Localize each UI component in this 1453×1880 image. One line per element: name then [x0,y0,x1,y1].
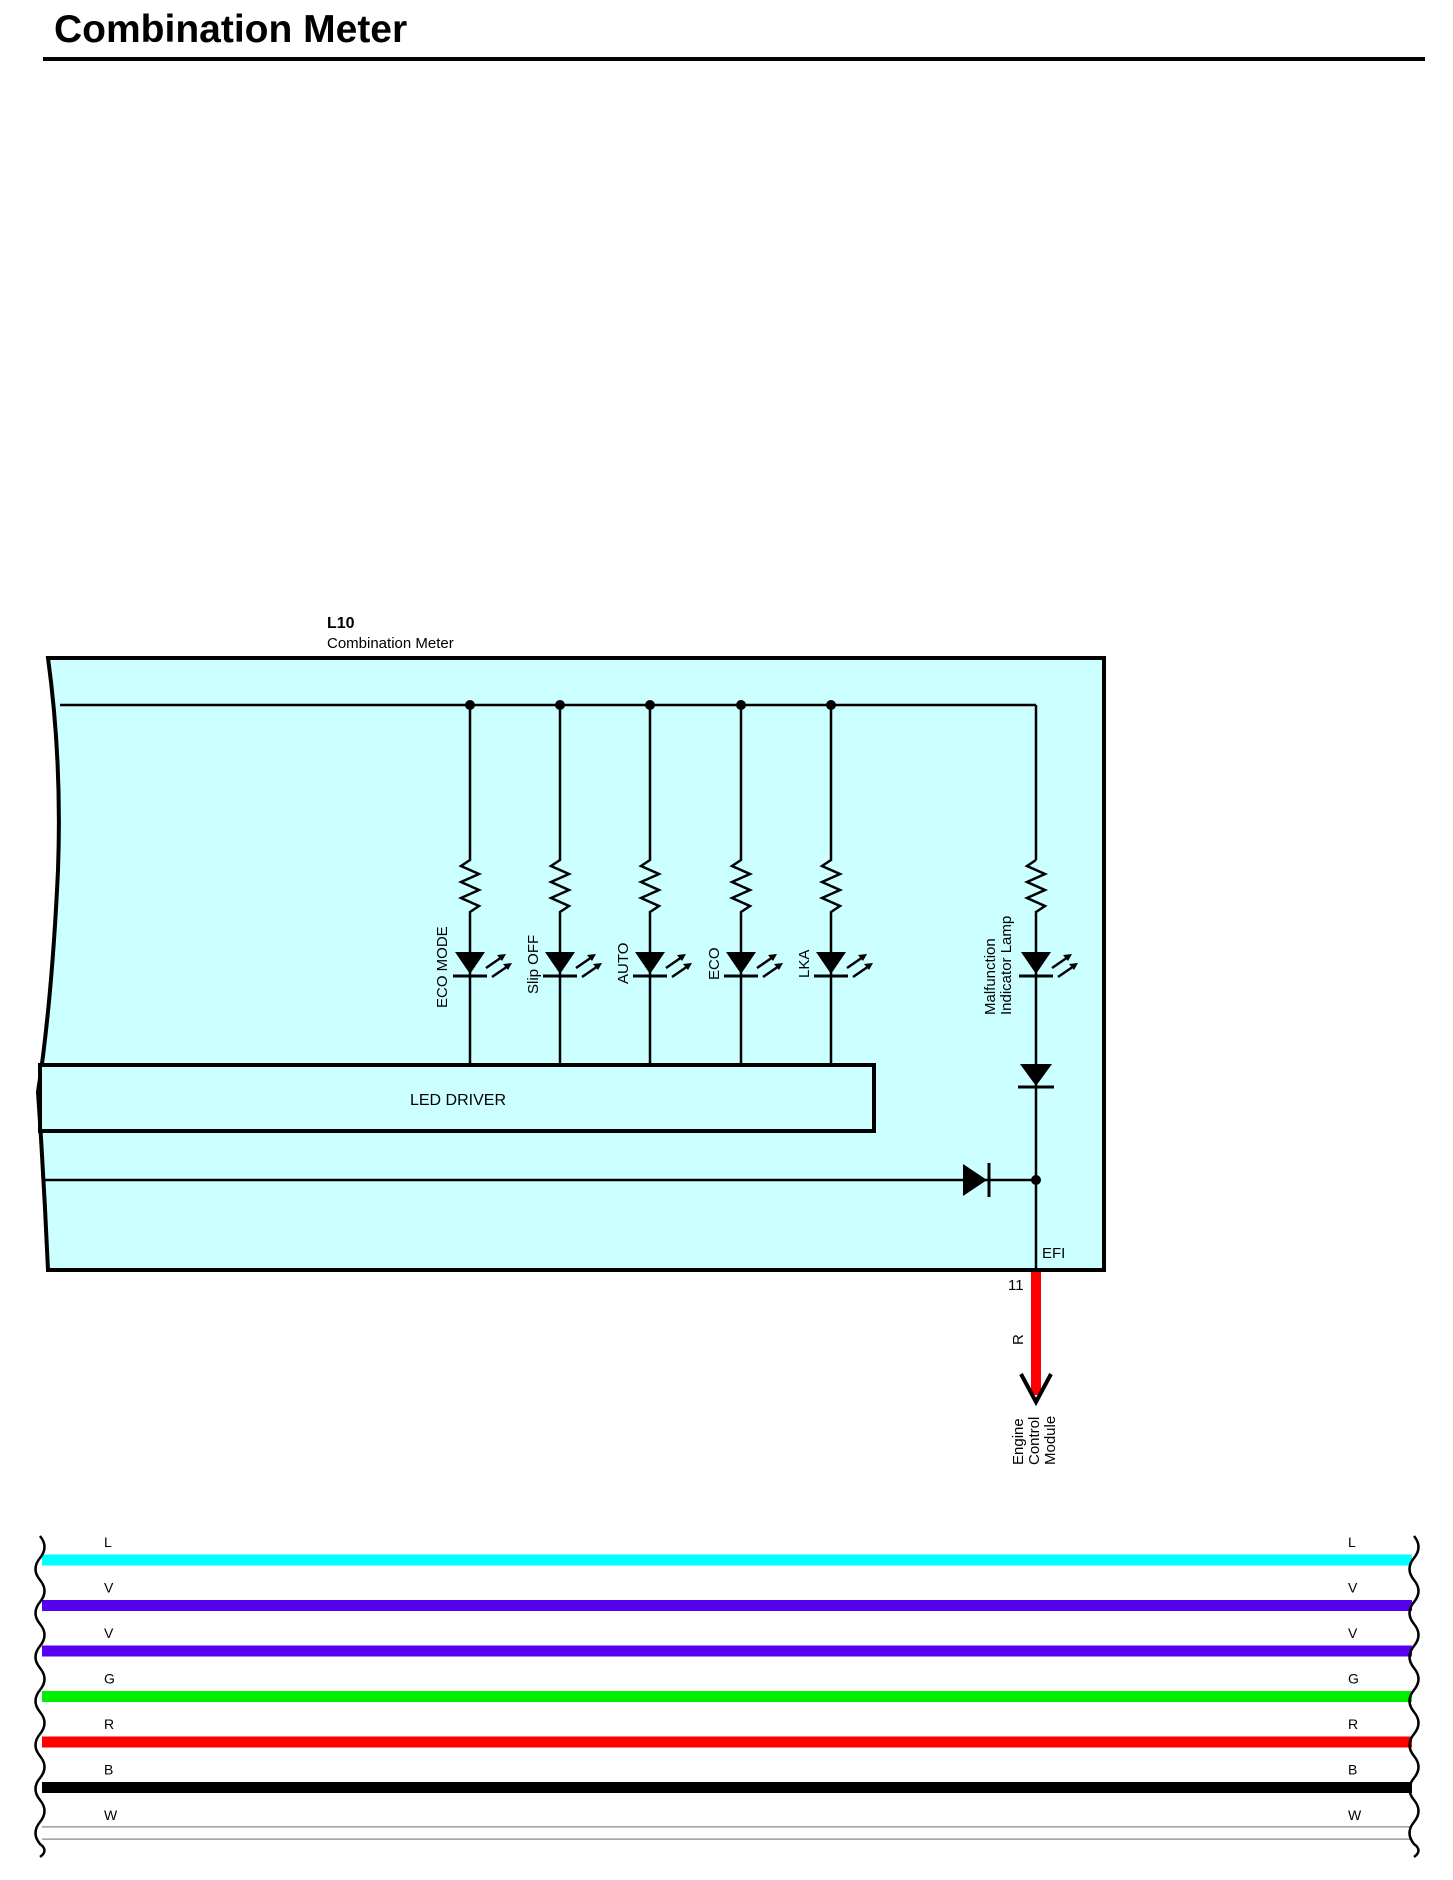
component-name: Combination Meter [327,635,454,652]
terminal-pin: 11 [1008,1277,1024,1294]
led-driver-block [38,1063,876,1133]
indicator-label-eco-mode: ECO MODE [434,926,451,1008]
legend-wire-code-right: L [1348,1534,1356,1550]
legend-wire-code-left: R [104,1716,114,1732]
indicator-eco-mode: ECO MODE [434,700,512,1065]
legend-break-mark-left [34,1535,46,1859]
output-arrow [1019,1373,1053,1407]
destination-line3: Module [1042,1416,1059,1465]
indicator-auto: AUTO [615,700,692,1065]
legend-wire-code-right: R [1348,1716,1358,1732]
destination-line2: Control [1026,1417,1043,1465]
legend-wire-code-right: B [1348,1762,1357,1778]
indicator-slip-off: Slip OFF [525,700,602,1065]
indicator-mil: Malfunction Indicator Lamp [982,858,1078,1180]
component-code: L10 [327,615,355,632]
wire-color-legend: L L V V V V G G R R B B W W [34,1534,1420,1859]
legend-wire-code-left: B [104,1762,113,1778]
legend-break-mark-right [1408,1535,1420,1859]
title-rule [43,57,1425,61]
legend-wire-code-left: V [104,1580,114,1596]
legend-wire-code-right: V [1348,1625,1358,1641]
mil-diode [1020,1064,1052,1086]
mil-label-line2: Indicator Lamp [998,916,1015,1015]
indicator-label-lka: LKA [796,950,813,978]
indicator-lka: LKA [796,700,873,1065]
legend-wire-code-right: G [1348,1671,1359,1687]
destination-line1: Engine [1010,1418,1027,1465]
indicator-label-auto: AUTO [615,943,632,984]
lower-diode [963,1164,987,1196]
legend-wire-code-left: W [104,1807,118,1823]
indicator-eco: ECO [706,700,783,1065]
mil-label-line1: Malfunction [982,938,999,1015]
combination-meter-box [35,656,1106,1272]
indicator-label-slip-off: Slip OFF [525,935,542,994]
legend-wire-code-right: W [1348,1807,1362,1823]
terminal-name: EFI [1042,1245,1065,1262]
legend-wire-code-left: G [104,1671,115,1687]
output-wire-color-code: R [1010,1334,1027,1345]
page-title: Combination Meter [54,8,408,51]
legend-wire-code-left: V [104,1625,114,1641]
indicator-label-eco: ECO [706,947,723,980]
legend-wire-code-left: L [104,1534,112,1550]
led-driver-label: LED DRIVER [410,1092,506,1109]
legend-wire-code-right: V [1348,1580,1358,1596]
